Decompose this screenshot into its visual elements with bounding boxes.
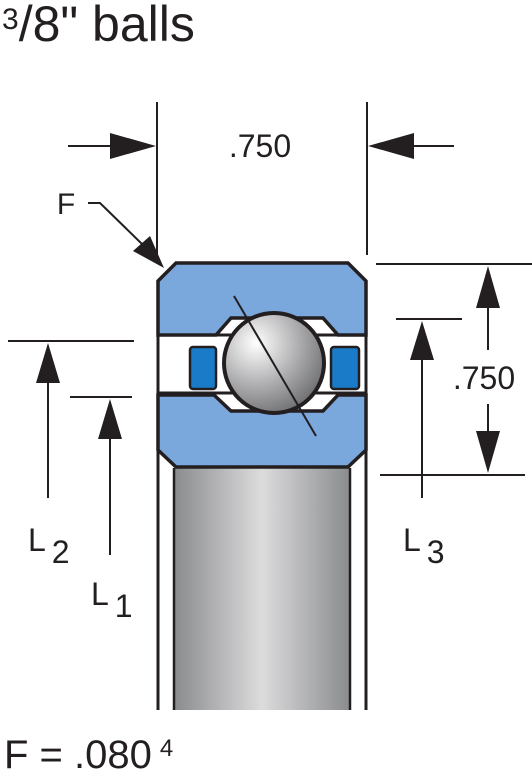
l3-subscript: 3 (427, 534, 445, 570)
chamfer-spec: F = .080 4 (4, 732, 173, 778)
bearing-body (156, 445, 368, 710)
separator-right (329, 345, 361, 391)
bore-surface (174, 468, 350, 710)
title-superscript: 3 (2, 3, 19, 36)
chamfer-arrow (133, 236, 164, 268)
width-value: .750 (229, 128, 291, 164)
chamfer-spec-text: F = .080 (4, 733, 152, 777)
outer-ring (156, 261, 368, 337)
l2-arrow (36, 343, 60, 383)
height-dimension: .750 (376, 263, 532, 476)
l2-subscript: 2 (52, 534, 70, 570)
width-arrow-right (368, 133, 414, 159)
height-arrow-up (476, 266, 500, 308)
width-arrow-left (110, 133, 156, 159)
contact-angle-line (233, 295, 317, 437)
l1-letter: L (91, 576, 109, 612)
chamfer-callout: F (57, 188, 164, 268)
l2-letter: L (28, 522, 46, 558)
width-dimension: .750 (68, 102, 454, 255)
chamfer-leader-line (88, 202, 143, 245)
l3-letter: L (403, 522, 421, 558)
height-value: .750 (453, 360, 515, 396)
title-text: /8" balls (18, 0, 195, 52)
l3-arrow (410, 321, 434, 360)
height-arrow-down (476, 431, 500, 473)
chamfer-label: F (57, 188, 75, 221)
separator-left (188, 345, 218, 391)
diagram-title: 3/8" balls (2, 0, 195, 54)
inner-ring (156, 393, 368, 469)
l1-arrow (98, 399, 122, 439)
l1-subscript: 1 (115, 588, 133, 624)
chamfer-spec-footnote: 4 (159, 735, 174, 762)
